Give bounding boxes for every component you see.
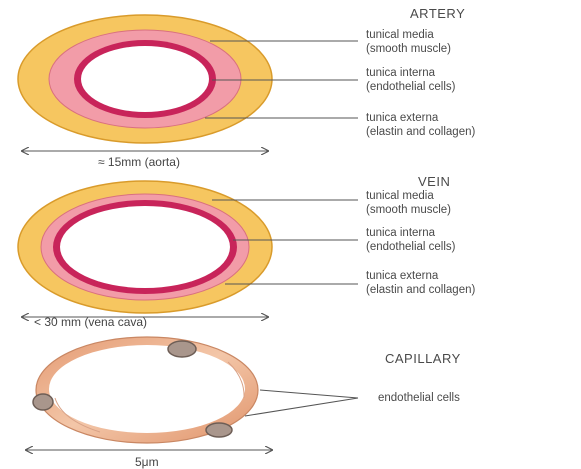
endothelial-nucleus xyxy=(168,341,196,357)
vein-interna-sub: (endothelial cells) xyxy=(366,241,456,253)
artery-interna-sub: (endothelial cells) xyxy=(366,81,456,93)
artery-section: ARTERY tunical media (smooth muscle) tun… xyxy=(18,6,475,169)
capillary-cells-leader xyxy=(245,398,358,416)
vein-section: VEIN tunical media (smooth muscle) tunic… xyxy=(18,174,475,329)
artery-interna-label: tunica interna xyxy=(366,67,436,79)
artery-externa-label: tunica externa xyxy=(366,112,439,124)
vein-media-sub: (smooth muscle) xyxy=(366,204,451,216)
capillary-cross-section xyxy=(33,337,258,443)
vein-title: VEIN xyxy=(418,174,450,189)
capillary-title: CAPILLARY xyxy=(385,351,461,366)
artery-media-sub: (smooth muscle) xyxy=(366,43,451,55)
artery-lumen xyxy=(81,46,209,112)
capillary-lumen xyxy=(49,345,245,433)
artery-media-label: tunical media xyxy=(366,29,434,41)
endothelial-nucleus xyxy=(33,394,53,410)
vein-dimension-label: < 30 mm (vena cava) xyxy=(34,315,147,329)
capillary-section: CAPILLARY endothelial cells 5μm xyxy=(26,337,461,469)
vein-lumen xyxy=(60,206,230,288)
endothelial-nucleus xyxy=(206,423,232,437)
capillary-cells-leader xyxy=(260,390,358,398)
vein-interna-label: tunica interna xyxy=(366,227,436,239)
vein-cross-section xyxy=(18,181,272,313)
capillary-dimension-label: 5μm xyxy=(135,455,159,469)
artery-externa-sub: (elastin and collagen) xyxy=(366,126,475,138)
vein-externa-sub: (elastin and collagen) xyxy=(366,284,475,296)
artery-title: ARTERY xyxy=(410,6,465,21)
artery-dimension-label: ≈ 15mm (aorta) xyxy=(98,155,180,169)
vein-externa-label: tunica externa xyxy=(366,270,439,282)
artery-cross-section xyxy=(18,15,272,143)
capillary-cells-label: endothelial cells xyxy=(378,392,460,404)
vein-media-label: tunical media xyxy=(366,190,434,202)
